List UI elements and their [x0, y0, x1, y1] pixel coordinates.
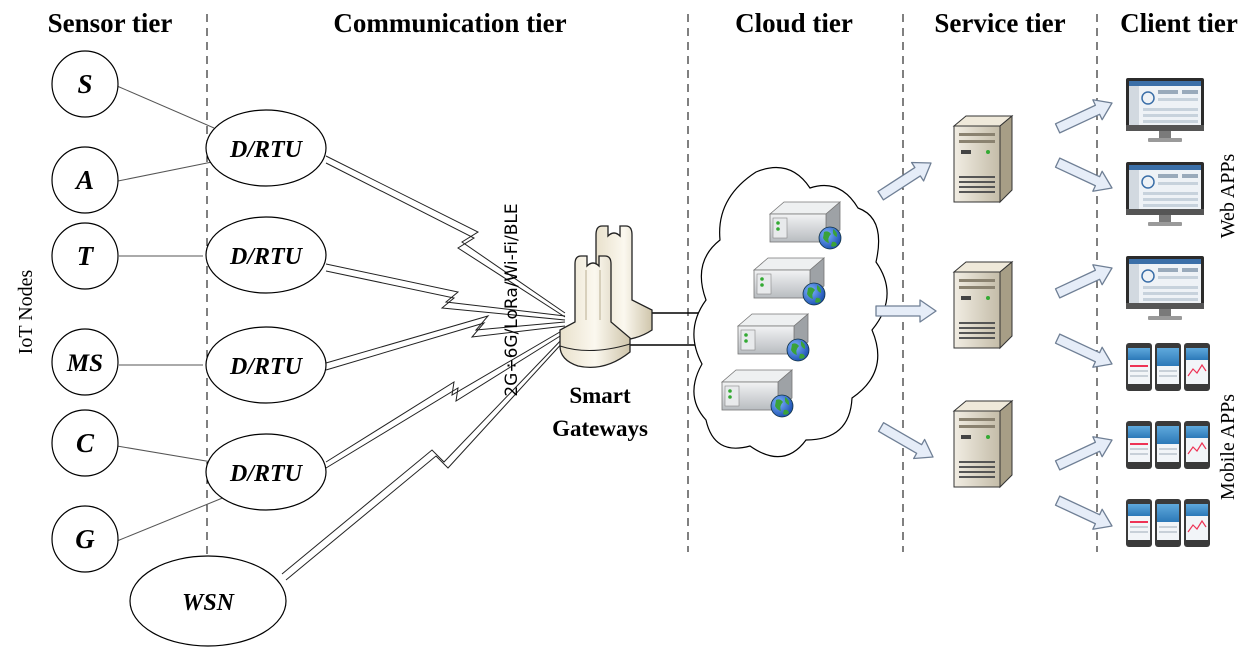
tier-label-sensor: Sensor tier: [48, 8, 173, 38]
arrow-service-to-client-5: [1052, 429, 1118, 476]
link-g-rtu: [116, 496, 226, 542]
client-web-apps: [1125, 77, 1205, 321]
sensor-label-a: A: [74, 165, 94, 195]
smart-gateway-icon: [559, 225, 653, 369]
wireless-link-rtu-4: [325, 328, 566, 469]
client-mobile-apps: [1125, 342, 1211, 548]
arrow-service-to-client-6: [1052, 490, 1118, 537]
cloud-service-arrows: [874, 153, 940, 468]
sensor-links: [116, 85, 226, 542]
gateway-tower-front: [559, 255, 631, 369]
wsn-node: WSN: [129, 555, 287, 647]
sensor-label-s: S: [77, 69, 92, 99]
wireless-link-wsn: [281, 335, 566, 581]
cloud-server-3: [737, 313, 810, 362]
link-c-rtu: [116, 445, 213, 463]
sensor-label-g: G: [75, 524, 95, 554]
sensor-node-t: T: [51, 222, 119, 290]
arrow-service-to-client-4: [1052, 328, 1118, 375]
mobile-apps-label: Mobile APPs: [1217, 394, 1239, 500]
sensor-node-s: S: [51, 50, 119, 118]
service-client-arrows: [1052, 92, 1118, 537]
tier-label-cloud: Cloud tier: [735, 8, 853, 38]
wireless-link-rtu-3: [325, 315, 566, 371]
web-app-monitor-1: [1125, 77, 1205, 143]
arrow-cloud-to-service-3: [874, 416, 940, 468]
web-app-monitor-2: [1125, 161, 1205, 227]
sensor-node-c: C: [51, 409, 119, 477]
rtu-node-1: D/RTU: [205, 109, 327, 187]
mobile-app-phones-1: [1125, 342, 1211, 392]
sensor-node-g: G: [51, 505, 119, 573]
rtu-node-2: D/RTU: [205, 216, 327, 294]
tier-label-service: Service tier: [934, 8, 1065, 38]
arrow-service-to-client-1: [1052, 92, 1118, 139]
mobile-app-phones-2: [1125, 420, 1211, 470]
wireless-links: [281, 155, 566, 581]
mobile-app-phones-3: [1125, 498, 1211, 548]
rtu-node-3: D/RTU: [205, 326, 327, 404]
rtu-nodes: D/RTU D/RTU D/RTU D/RTU WSN: [129, 109, 327, 647]
cloud-server-4: [721, 369, 794, 418]
rtu-label-1: D/RTU: [229, 137, 304, 163]
gateway-label-line2: Gateways: [552, 416, 648, 441]
link-s-rtu: [116, 85, 215, 129]
sensor-node-ms: MS: [51, 328, 119, 396]
rtu-label-4: D/RTU: [229, 461, 304, 487]
cloud-server-1: [769, 201, 842, 250]
iot-nodes-label: IoT Nodes: [15, 269, 37, 354]
protocols-label: 2G÷6G/LoRa/Wi-Fi/BLE: [502, 203, 522, 396]
link-a-rtu: [117, 161, 213, 182]
gateway-label-line1: Smart: [569, 383, 631, 408]
arrow-service-to-client-2: [1052, 152, 1118, 199]
sensor-label-c: C: [76, 428, 95, 458]
wsn-label: WSN: [182, 590, 236, 616]
service-servers: [953, 115, 1013, 488]
sensor-label-ms: MS: [66, 350, 103, 377]
rtu-node-4: D/RTU: [205, 433, 327, 511]
tier-label-client: Client tier: [1120, 8, 1238, 38]
service-server-1: [953, 115, 1013, 203]
wireless-link-rtu-2: [325, 263, 566, 321]
service-server-2: [953, 261, 1013, 349]
sensor-nodes: S A T MS C G: [51, 50, 119, 573]
arrow-cloud-to-service-1: [874, 153, 938, 206]
cloud-server-2: [753, 257, 826, 306]
tier-label-communication: Communication tier: [333, 8, 566, 38]
service-server-3: [953, 400, 1013, 488]
sensor-label-t: T: [77, 241, 95, 271]
wireless-link-rtu-1: [325, 155, 566, 318]
rtu-label-2: D/RTU: [229, 244, 304, 270]
web-app-monitor-3: [1125, 255, 1205, 321]
sensor-node-a: A: [51, 146, 119, 214]
arrow-service-to-client-3: [1052, 257, 1118, 304]
rtu-label-3: D/RTU: [229, 354, 304, 380]
web-apps-label: Web APPs: [1217, 154, 1239, 239]
